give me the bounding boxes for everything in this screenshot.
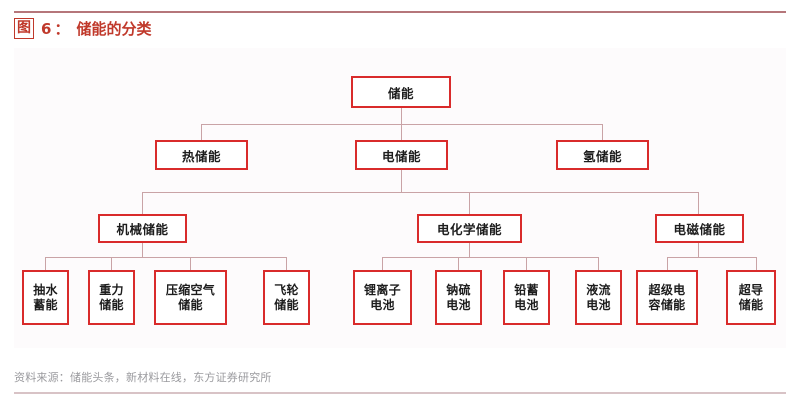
node-superconducting-line1: 超导 [738, 282, 764, 297]
node-lithium-ion-battery-label: 锂离子 电池 [362, 283, 403, 313]
connector-to-mechanical [142, 192, 143, 214]
node-root[interactable]: 储能 [351, 76, 451, 108]
node-flow-battery[interactable]: 液流 电池 [575, 270, 622, 325]
node-compressed-air-storage[interactable]: 压缩空气 储能 [154, 270, 227, 325]
figure-header: 图 6 ： 储能的分类 [14, 18, 151, 39]
node-pumped-hydro-storage[interactable]: 抽水 蓄能 [22, 270, 69, 325]
node-flywheel-line2: 储能 [274, 297, 299, 312]
node-supercapacitor-line1: 超级电 [648, 282, 686, 297]
node-pumped-hydro-line2: 蓄能 [33, 297, 58, 312]
connector-electrochemical-bus [382, 257, 598, 258]
connector-to-thermal [201, 124, 202, 140]
connector-to-pumped-hydro [45, 257, 46, 270]
connector-mechanical-bus [45, 257, 286, 258]
node-superconducting-line2: 储能 [738, 297, 764, 312]
node-hydrogen-storage-label: 氢储能 [582, 148, 622, 164]
connector-to-electric [401, 124, 402, 140]
connector-to-supercapacitor [667, 257, 668, 270]
node-electromagnetic-storage-label: 电磁储能 [673, 222, 726, 237]
connector-electrochemical-down [469, 243, 470, 257]
figure-number: 6 [41, 19, 52, 38]
connector-root-down [401, 108, 402, 124]
node-flywheel-storage-label: 飞轮 储能 [272, 283, 301, 313]
node-gravity-line2: 储能 [99, 297, 124, 312]
node-superconducting-storage-label: 超导 储能 [737, 283, 766, 313]
connector-to-sodium-sulfur [458, 257, 459, 270]
node-hydrogen-storage[interactable]: 氢储能 [556, 140, 649, 170]
connector-to-lithium-ion [382, 257, 383, 270]
node-flywheel-line1: 飞轮 [274, 282, 299, 297]
node-pumped-hydro-line1: 抽水 [33, 282, 58, 297]
connector-to-lead-acid [526, 257, 527, 270]
node-electrochemical-storage-label: 电化学储能 [436, 222, 502, 237]
node-flywheel-storage[interactable]: 飞轮 储能 [263, 270, 310, 325]
node-thermal-storage[interactable]: 热储能 [155, 140, 248, 170]
node-electrochemical-storage[interactable]: 电化学储能 [417, 214, 522, 243]
node-superconducting-storage[interactable]: 超导 储能 [726, 270, 776, 325]
node-pumped-hydro-storage-label: 抽水 蓄能 [31, 283, 60, 313]
node-sodium-sulfur-line1: 钠硫 [446, 282, 471, 297]
page-title: 储能的分类 [76, 20, 152, 38]
node-sodium-sulfur-line2: 电池 [446, 297, 471, 312]
connector-level3-bus [142, 192, 698, 193]
node-gravity-storage[interactable]: 重力 储能 [88, 270, 135, 325]
node-sodium-sulfur-battery-label: 钠硫 电池 [444, 283, 473, 313]
connector-electromagnetic-bus [667, 257, 756, 258]
connector-to-hydrogen [602, 124, 603, 140]
node-sodium-sulfur-battery[interactable]: 钠硫 电池 [435, 270, 482, 325]
connector-to-flow-battery [598, 257, 599, 270]
node-gravity-storage-label: 重力 储能 [97, 283, 126, 313]
node-supercapacitor-line2: 容储能 [648, 297, 686, 312]
node-lead-acid-line1: 铅蓄 [514, 282, 539, 297]
node-flow-battery-label: 液流 电池 [584, 283, 613, 313]
node-supercapacitor-storage[interactable]: 超级电 容储能 [636, 270, 698, 325]
node-compressed-air-line2: 储能 [178, 297, 203, 312]
node-electric-storage[interactable]: 电储能 [355, 140, 448, 170]
node-mechanical-storage-label: 机械储能 [116, 222, 169, 237]
node-lithium-ion-line2: 电池 [370, 297, 395, 312]
node-lead-acid-battery-label: 铅蓄 电池 [512, 283, 541, 313]
figure-badge: 图 [14, 18, 34, 39]
node-flow-battery-line2: 电池 [586, 297, 611, 312]
source-note: 资料来源：储能头条，新材料在线，东方证券研究所 [14, 371, 272, 384]
figure-colon: ： [54, 20, 70, 38]
node-mechanical-storage[interactable]: 机械储能 [98, 214, 187, 243]
header-divider [14, 11, 786, 13]
node-root-label: 储能 [387, 85, 414, 101]
connector-mechanical-down [142, 243, 143, 257]
node-supercapacitor-storage-label: 超级电 容储能 [647, 283, 688, 313]
node-lead-acid-battery[interactable]: 铅蓄 电池 [503, 270, 550, 325]
connector-to-flywheel [286, 257, 287, 270]
node-compressed-air-storage-label: 压缩空气 储能 [164, 283, 217, 313]
node-lithium-ion-battery[interactable]: 锂离子 电池 [353, 270, 412, 325]
node-thermal-storage-label: 热储能 [181, 148, 221, 164]
node-flow-battery-line1: 液流 [586, 282, 611, 297]
node-lead-acid-line2: 电池 [514, 297, 539, 312]
connector-to-electrochemical [469, 192, 470, 214]
connector-to-gravity [111, 257, 112, 270]
connector-to-smes [756, 257, 757, 270]
node-gravity-line1: 重力 [99, 282, 124, 297]
connector-electromagnetic-down [698, 243, 699, 257]
node-compressed-air-line1: 压缩空气 [165, 282, 216, 297]
connector-electric-down [401, 170, 402, 192]
diagram-canvas: 储能 热储能 电储能 氢储能 机械储能 电化学储能 电磁储能 [14, 48, 786, 348]
node-electric-storage-label: 电储能 [381, 148, 421, 164]
connector-to-electromagnetic [698, 192, 699, 214]
footer-divider [14, 392, 786, 394]
node-lithium-ion-line1: 锂离子 [364, 282, 401, 297]
connector-to-caes [190, 257, 191, 270]
node-electromagnetic-storage[interactable]: 电磁储能 [655, 214, 744, 243]
